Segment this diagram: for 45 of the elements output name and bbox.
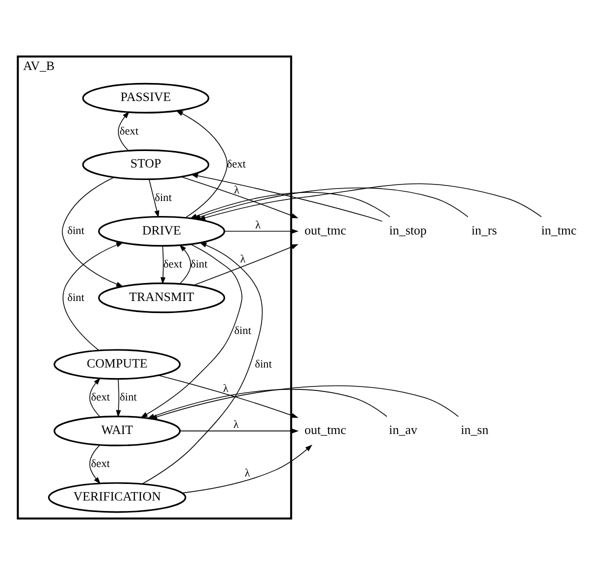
edge-label: δint <box>254 358 272 370</box>
arrow <box>158 374 298 418</box>
node-ellipse: WAIT <box>54 415 181 446</box>
edge-label: δext <box>120 124 138 137</box>
edge-label: δint <box>67 291 84 304</box>
node-text: out_tmc <box>304 222 346 237</box>
node-text: in_av <box>389 422 418 436</box>
arrow <box>118 110 130 150</box>
node-text: in_sn <box>460 422 488 436</box>
edge-label: δint <box>67 224 84 237</box>
node-text: in_tmc <box>541 222 577 237</box>
node-text: out_tmc <box>304 422 346 436</box>
arrow <box>193 187 468 219</box>
edge-label: λ <box>222 382 228 394</box>
node-text: in_stop <box>389 222 427 237</box>
node-ellipse: PASSIVE <box>82 82 210 113</box>
arrow <box>182 444 312 493</box>
node-ellipse: COMPUTE <box>54 348 181 380</box>
arrow <box>89 377 100 417</box>
edge-label: λ <box>255 218 261 231</box>
arrow <box>224 228 299 234</box>
node-text: in_rs <box>472 222 497 237</box>
edge-label: δext <box>163 258 182 270</box>
arrow <box>148 178 160 218</box>
edge-label: δext <box>91 391 110 404</box>
edge-label: λ <box>244 466 250 479</box>
edge-label: δext <box>91 458 110 470</box>
arrow <box>198 182 542 220</box>
arrow <box>160 245 166 284</box>
arrow <box>180 428 299 433</box>
edge-label: δint <box>190 258 208 270</box>
node-ellipse: VERIFICATION <box>48 482 186 512</box>
arrow <box>62 242 124 350</box>
edge-label: λ <box>240 252 246 265</box>
arrow <box>179 244 192 284</box>
edge-label: δint <box>120 391 137 404</box>
arrow <box>89 444 101 484</box>
arrow <box>193 244 298 286</box>
edge-label: δint <box>154 191 172 204</box>
arrow <box>116 378 121 417</box>
edge-label: λ <box>234 184 240 196</box>
edge-label: δint <box>234 324 252 337</box>
edge-label: λ <box>233 418 239 430</box>
arrow <box>142 242 263 484</box>
arrow <box>62 176 124 286</box>
